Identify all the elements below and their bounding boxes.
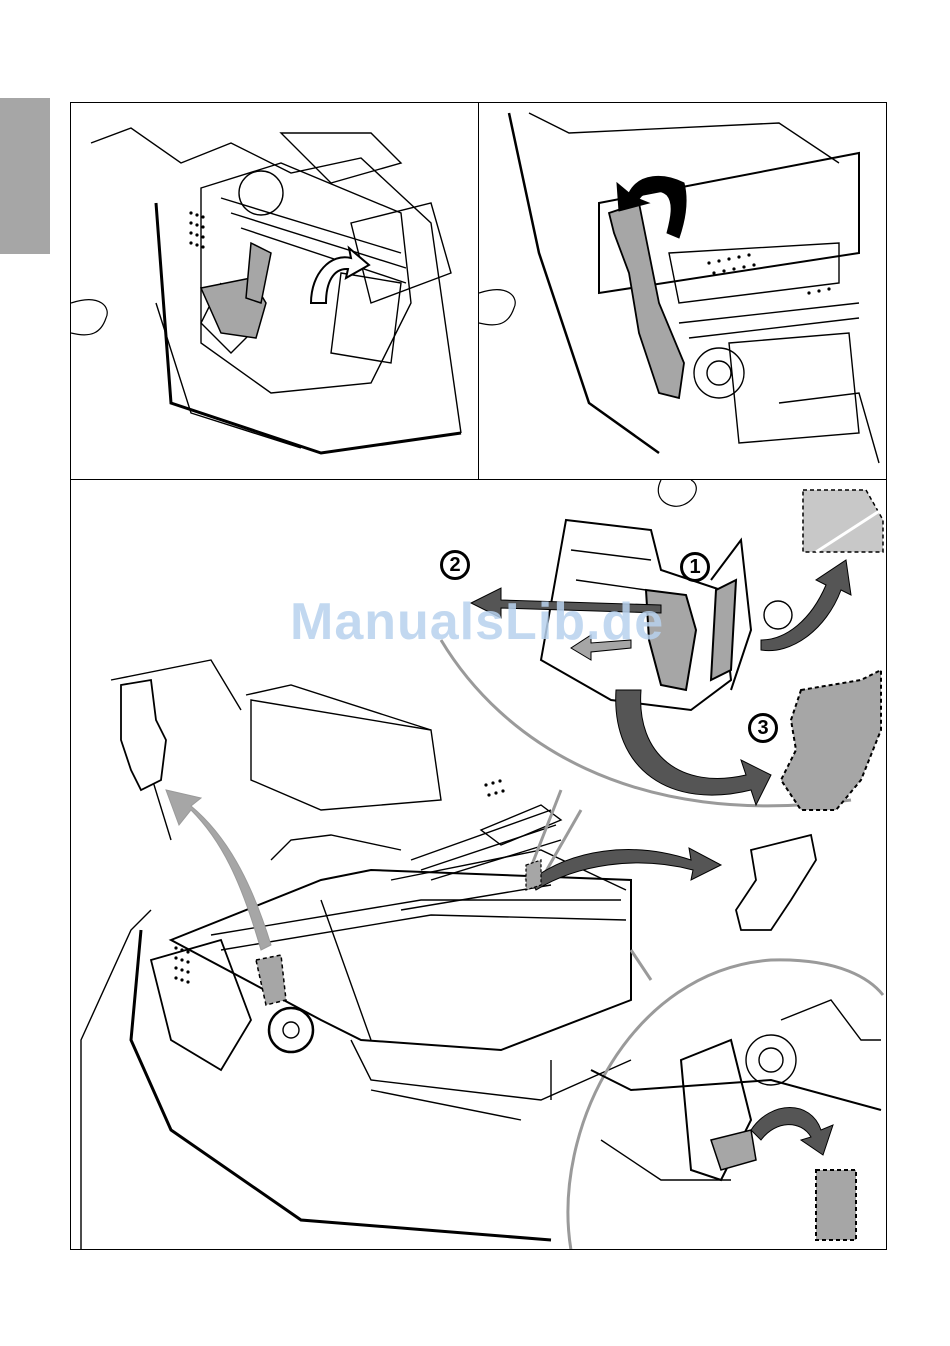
side-tab-marker <box>0 98 50 254</box>
step-1-marker: 1 <box>680 552 710 582</box>
puzzle-tab-icon <box>479 290 515 325</box>
removed-part-outline <box>736 835 816 930</box>
puzzle-tab-icon <box>71 300 107 335</box>
dashed-part-outline-icon <box>781 670 881 810</box>
curved-arrow-icon <box>166 790 271 950</box>
step-3-marker: 3 <box>748 713 778 743</box>
curved-arrow-icon <box>751 1108 833 1156</box>
watermark: ManualsLib.de <box>290 592 664 652</box>
printer-cover-illustration <box>479 103 887 480</box>
dashed-part-outline-icon <box>816 1170 856 1240</box>
panel-top-left-illustration <box>70 102 479 480</box>
puzzle-tab-icon <box>658 480 696 506</box>
panel-top-right-illustration <box>478 102 887 480</box>
printer-lever-illustration <box>71 103 479 480</box>
removed-part-outline <box>121 680 166 790</box>
dashed-part-outline-icon <box>256 955 286 1005</box>
curved-arrow-icon <box>531 848 721 890</box>
dashed-part-outline-icon <box>803 490 883 552</box>
step-2-marker: 2 <box>440 550 470 580</box>
